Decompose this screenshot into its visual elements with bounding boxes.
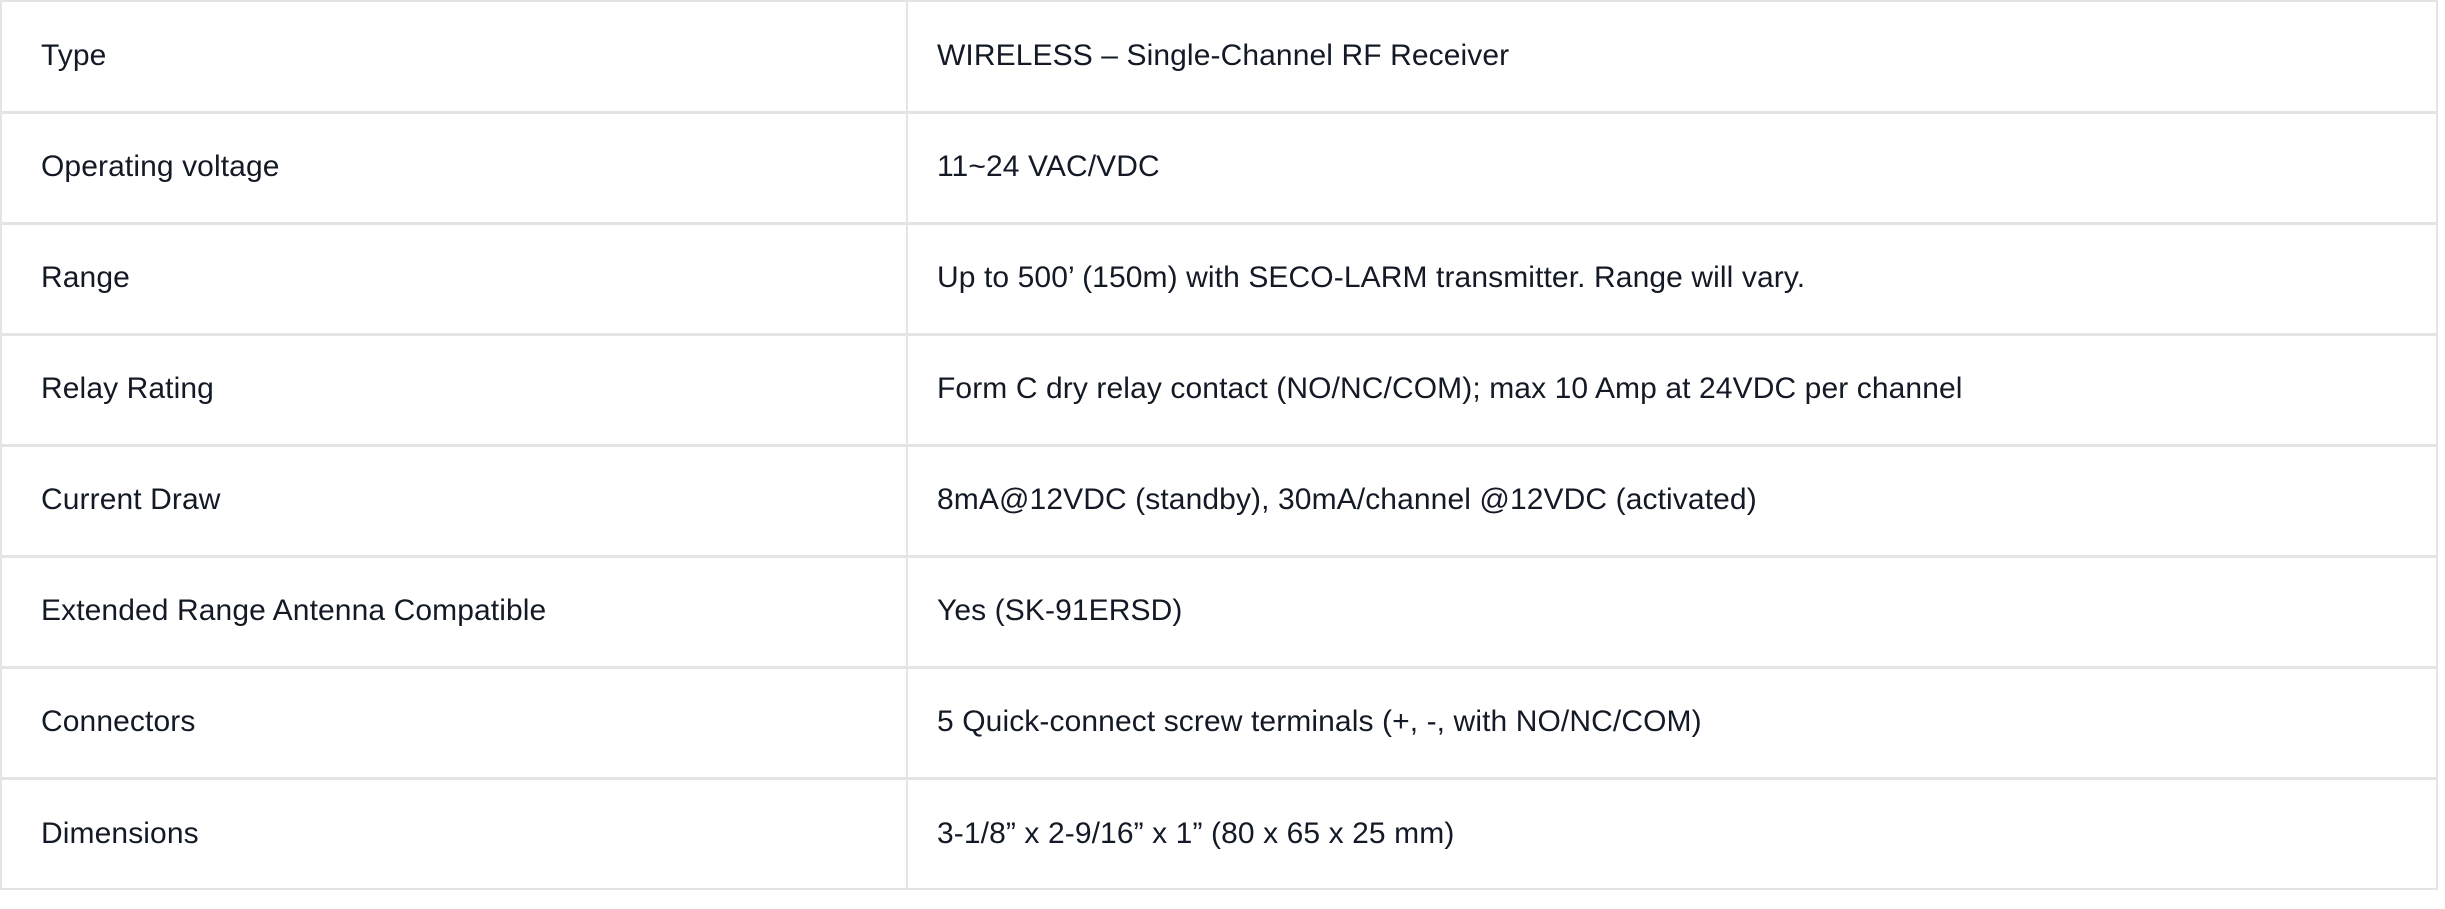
- table-row: Dimensions 3-1/8” x 2-9/16” x 1” (80 x 6…: [1, 778, 2437, 889]
- spec-label-connectors: Connectors: [1, 667, 908, 780]
- table-row: Operating voltage 11~24 VAC/VDC: [1, 112, 2437, 225]
- specification-table-body: Type WIRELESS – Single-Channel RF Receiv…: [1, 1, 2437, 889]
- specification-table: Type WIRELESS – Single-Channel RF Receiv…: [0, 0, 2438, 890]
- spec-value-extended-range-antenna-compatible: Yes (SK-91ERSD): [907, 556, 2437, 669]
- spec-label-operating-voltage: Operating voltage: [1, 112, 908, 225]
- spec-value-connectors: 5 Quick-connect screw terminals (+, -, w…: [907, 667, 2437, 780]
- spec-value-operating-voltage: 11~24 VAC/VDC: [907, 112, 2437, 225]
- spec-label-dimensions: Dimensions: [1, 778, 908, 889]
- table-row: Connectors 5 Quick-connect screw termina…: [1, 667, 2437, 780]
- spec-label-relay-rating: Relay Rating: [1, 334, 908, 447]
- spec-label-range: Range: [1, 223, 908, 336]
- table-row: Extended Range Antenna Compatible Yes (S…: [1, 556, 2437, 669]
- spec-value-type: WIRELESS – Single-Channel RF Receiver: [907, 1, 2437, 114]
- table-row: Current Draw 8mA@12VDC (standby), 30mA/c…: [1, 445, 2437, 558]
- table-row: Type WIRELESS – Single-Channel RF Receiv…: [1, 1, 2437, 114]
- spec-value-range: Up to 500’ (150m) with SECO-LARM transmi…: [907, 223, 2437, 336]
- spec-label-current-draw: Current Draw: [1, 445, 908, 558]
- spec-value-relay-rating: Form C dry relay contact (NO/NC/COM); ma…: [907, 334, 2437, 447]
- spec-value-dimensions: 3-1/8” x 2-9/16” x 1” (80 x 65 x 25 mm): [907, 778, 2437, 889]
- table-row: Relay Rating Form C dry relay contact (N…: [1, 334, 2437, 447]
- spec-label-type: Type: [1, 1, 908, 114]
- spec-value-current-draw: 8mA@12VDC (standby), 30mA/channel @12VDC…: [907, 445, 2437, 558]
- spec-label-extended-range-antenna-compatible: Extended Range Antenna Compatible: [1, 556, 908, 669]
- table-row: Range Up to 500’ (150m) with SECO-LARM t…: [1, 223, 2437, 336]
